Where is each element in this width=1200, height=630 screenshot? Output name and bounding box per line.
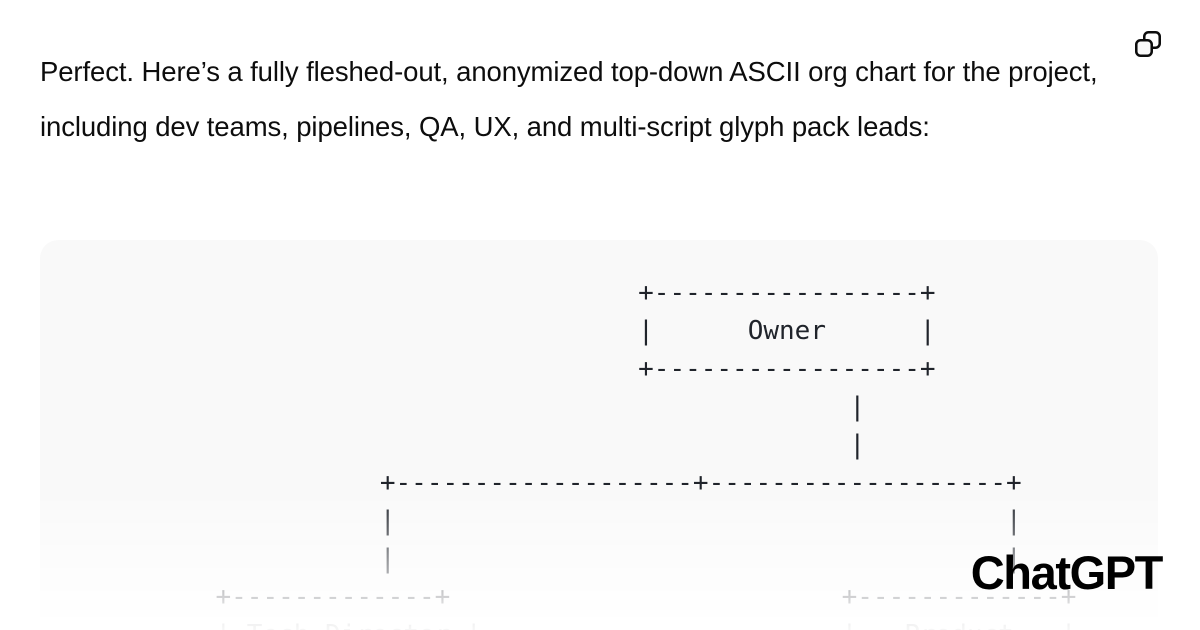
code-block-card: +-----------------+ | Owner | +---------… (40, 240, 1158, 630)
assistant-message-text: Perfect. Here’s a fully fleshed-out, ano… (40, 56, 1106, 142)
ascii-org-chart: +-----------------+ | Owner | +---------… (215, 278, 1077, 630)
copy-icon[interactable] (1128, 24, 1168, 64)
copy-icon-glyph (1135, 31, 1162, 58)
chatgpt-wordmark: ChatGPT (970, 546, 1164, 599)
